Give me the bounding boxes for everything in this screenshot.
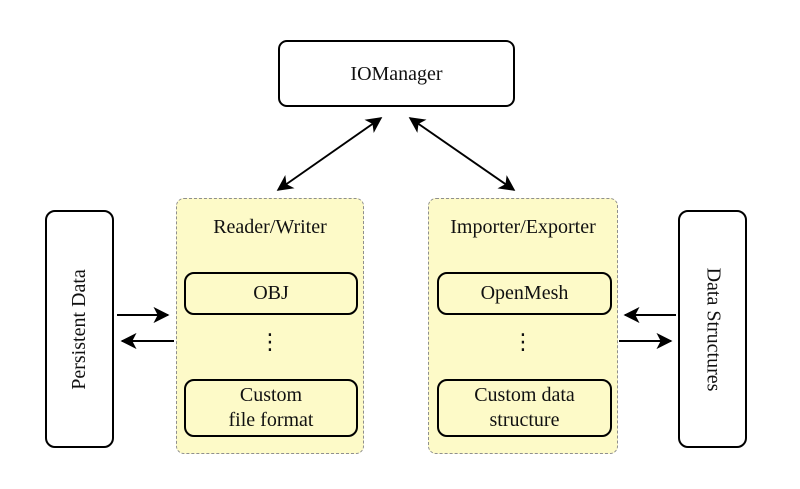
- custom-data-structure-node: Custom data structure: [437, 379, 612, 437]
- custom-file-format-line2: file format: [228, 409, 314, 431]
- obj-node: OBJ: [184, 272, 358, 315]
- arrow-iomanager-readerwriter: [276, 117, 383, 191]
- data-structures-label: Data Structures: [702, 267, 725, 391]
- custom-data-structure-line2: structure: [489, 409, 560, 431]
- reader-writer-title: Reader/Writer: [213, 216, 327, 238]
- obj-label: OBJ: [253, 282, 289, 304]
- data-structures-node: Data Structures: [678, 210, 747, 448]
- custom-file-format-node: Custom file format: [184, 379, 358, 437]
- vertical-ellipsis: ⋮: [259, 330, 281, 355]
- importer-exporter-panel: Importer/Exporter OpenMesh ⋮ Custom data…: [428, 198, 618, 454]
- persistent-data-node: Persistent Data: [45, 210, 114, 448]
- iomanager-label: IOManager: [350, 62, 443, 85]
- importer-exporter-title: Importer/Exporter: [450, 216, 596, 238]
- reader-writer-panel: Reader/Writer OBJ ⋮ Custom file format: [176, 198, 364, 454]
- iomanager-node: IOManager: [278, 40, 515, 107]
- openmesh-label: OpenMesh: [480, 282, 569, 304]
- persistent-data-label: Persistent Data: [68, 268, 90, 390]
- openmesh-node: OpenMesh: [437, 272, 612, 315]
- custom-file-format-line1: Custom: [239, 384, 303, 406]
- custom-data-structure-line1: Custom data: [474, 384, 575, 406]
- vertical-ellipsis: ⋮: [512, 330, 534, 355]
- arrow-iomanager-importerexporter: [408, 117, 516, 191]
